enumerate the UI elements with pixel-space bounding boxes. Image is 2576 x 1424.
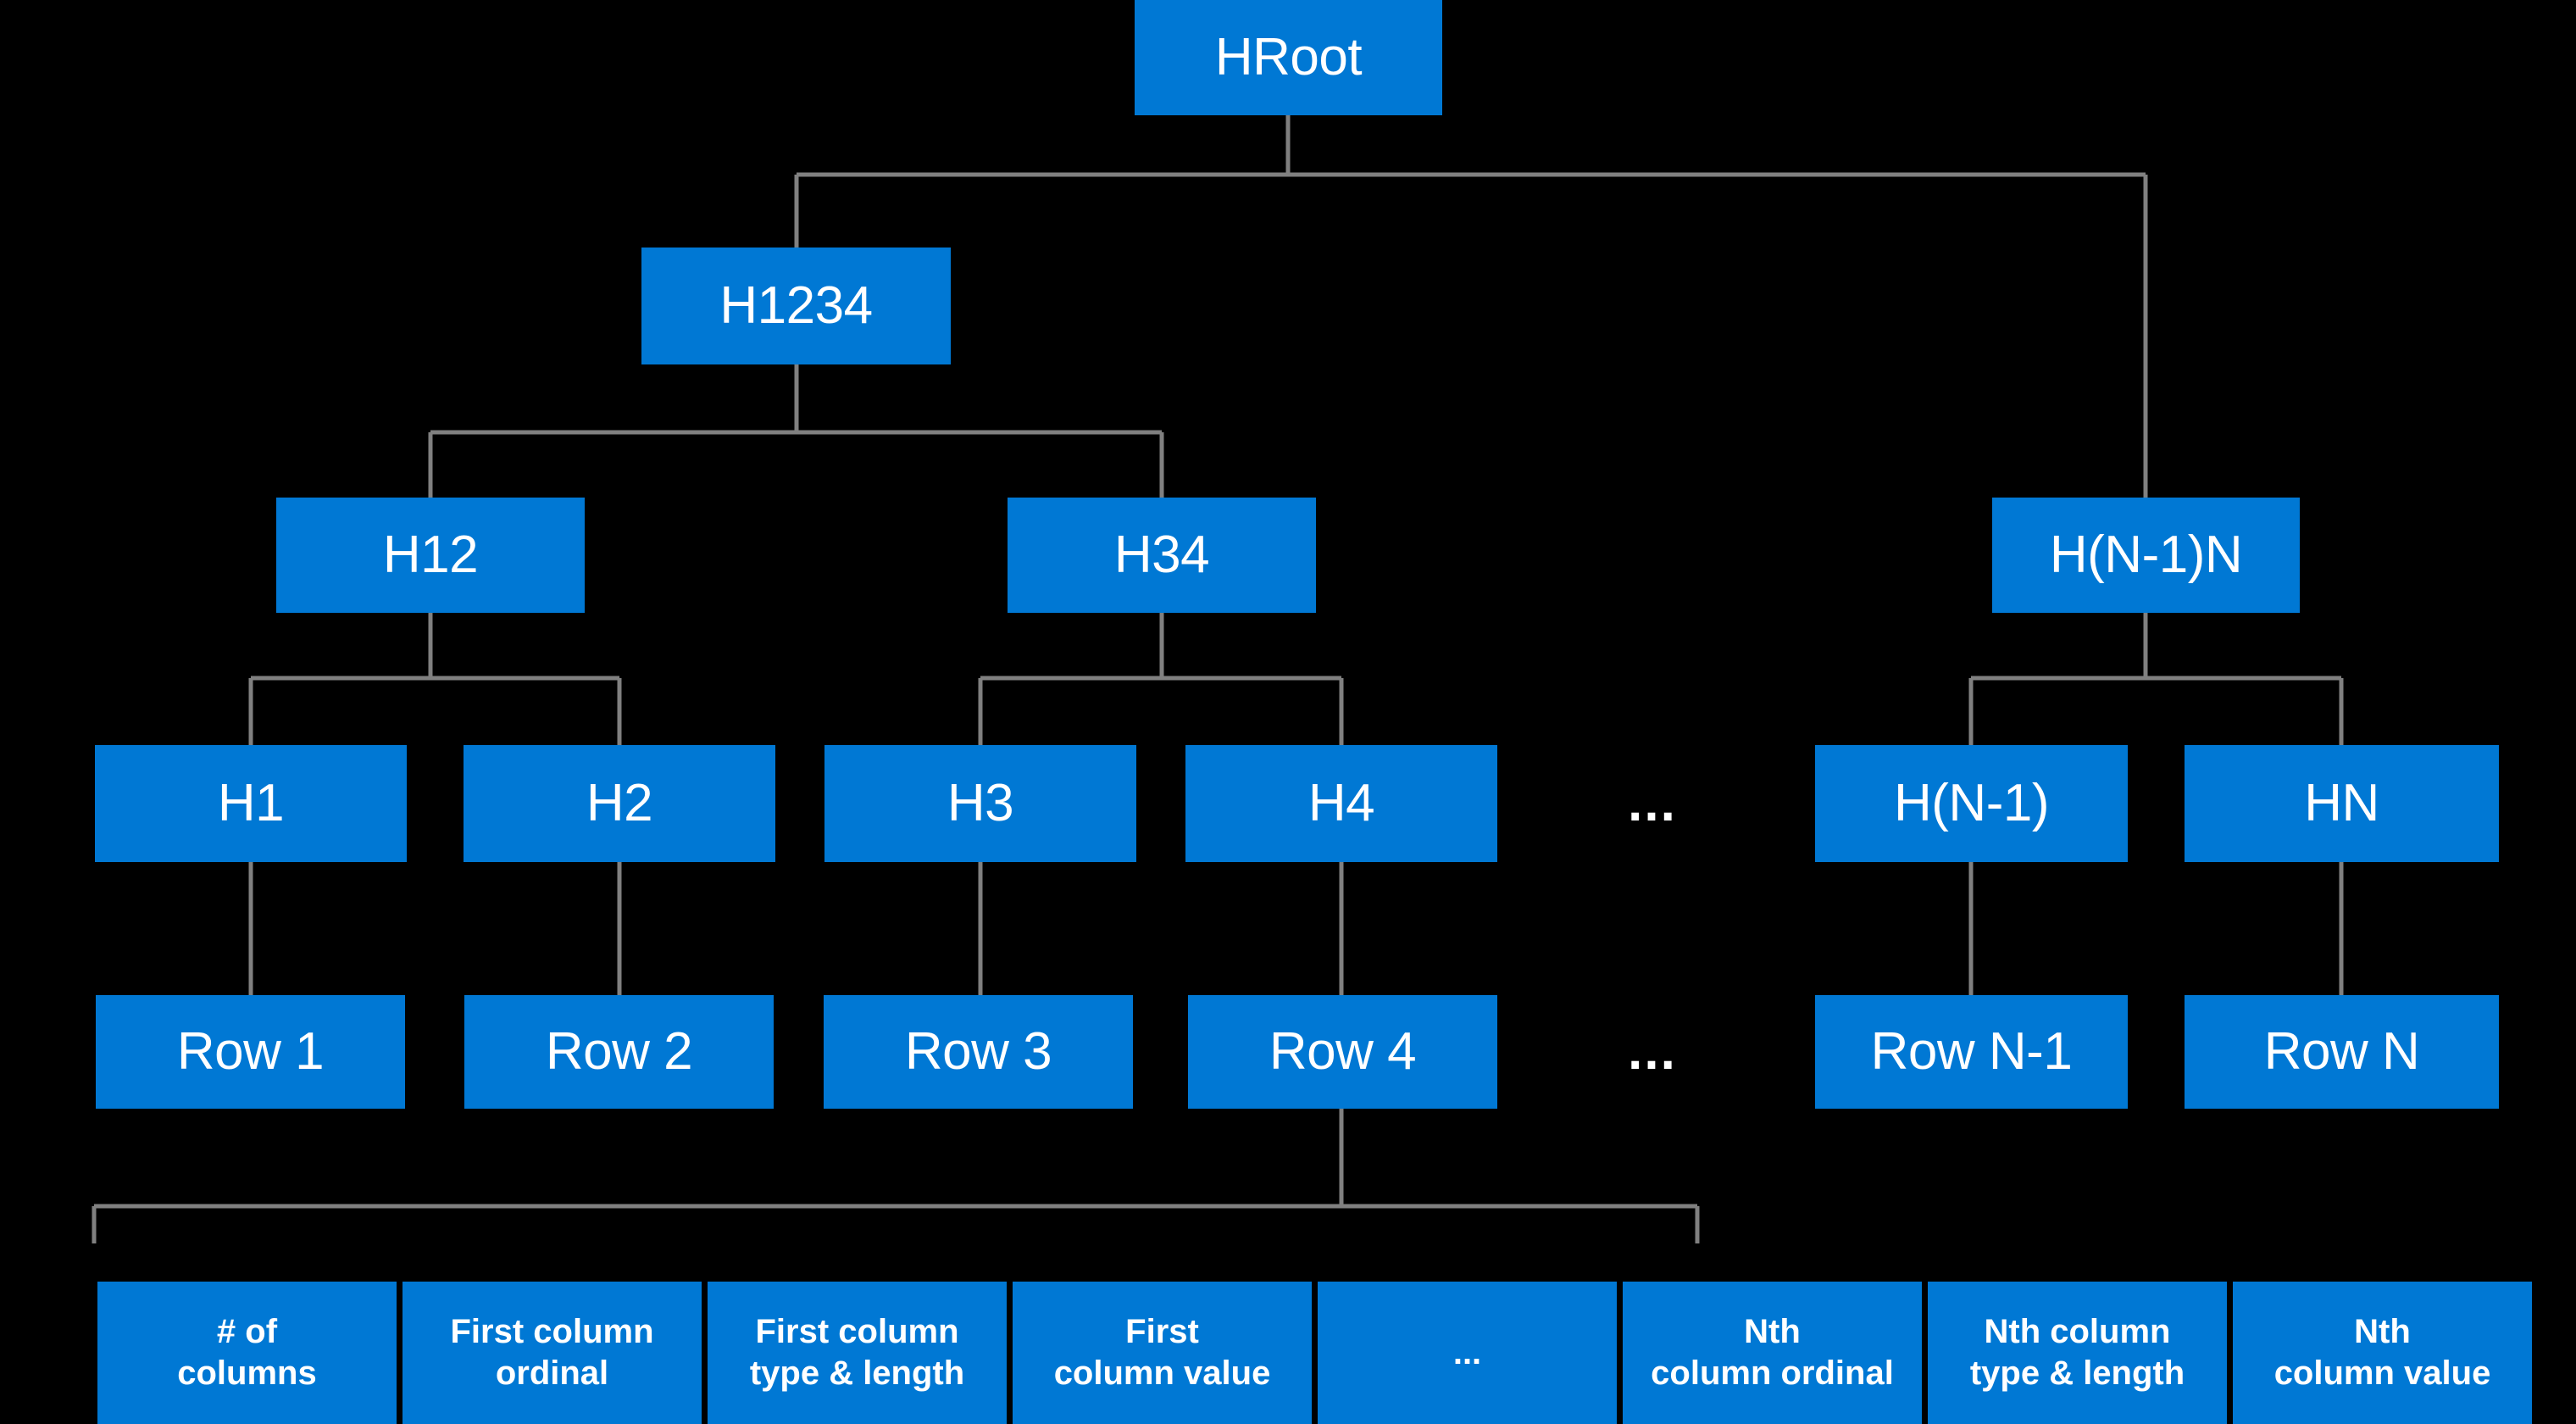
node-label: Row N (2263, 1022, 2420, 1082)
ellipsis-marker-row: ... (1628, 1022, 1677, 1081)
node-row3[interactable]: Row 3 (824, 995, 1133, 1109)
node-label: Row 4 (1269, 1022, 1417, 1082)
node-label: H(N-1) (1894, 774, 2049, 833)
node-hroot[interactable]: HRoot (1135, 0, 1442, 115)
node-h1[interactable]: H1 (95, 745, 407, 862)
node-h34[interactable]: H34 (1008, 498, 1316, 613)
node-row1[interactable]: Row 1 (96, 995, 405, 1109)
node-h3[interactable]: H3 (824, 745, 1136, 862)
node-row4[interactable]: Row 4 (1188, 995, 1497, 1109)
node-hn1[interactable]: H(N-1) (1815, 745, 2128, 862)
connector-line (1968, 613, 2344, 745)
node-label: H2 (586, 774, 653, 833)
connector-line (248, 613, 622, 745)
node-label: H12 (382, 526, 479, 585)
node-h1234[interactable]: H1234 (641, 248, 951, 364)
node-hn[interactable]: HN (2185, 745, 2499, 862)
connector-line (794, 115, 2148, 498)
node-label: ... (1452, 1333, 1482, 1371)
connector-line (92, 1109, 1700, 1243)
node-h4[interactable]: H4 (1185, 745, 1497, 862)
node-col-ellipsis[interactable]: ... (1318, 1282, 1617, 1424)
node-label: H1234 (719, 276, 873, 336)
node-rown1[interactable]: Row N-1 (1815, 995, 2128, 1109)
node-h2[interactable]: H2 (464, 745, 775, 862)
node-label: Row 1 (176, 1022, 325, 1082)
node-label: Row N-1 (1870, 1022, 2073, 1082)
node-label: HRoot (1214, 28, 1363, 87)
node-row2[interactable]: Row 2 (464, 995, 774, 1109)
ellipsis-marker-hash: ... (1628, 774, 1677, 832)
connector-line (978, 613, 1344, 745)
node-label: HN (2304, 774, 2379, 833)
node-label: H1 (217, 774, 285, 833)
node-h12[interactable]: H12 (276, 498, 585, 613)
node-rown[interactable]: Row N (2185, 995, 2499, 1109)
node-label: Row 3 (904, 1022, 1052, 1082)
node-label: H(N-1)N (2049, 526, 2243, 585)
node-label: H34 (1113, 526, 1210, 585)
node-label: Row 2 (545, 1022, 693, 1082)
connector-line (428, 364, 1164, 498)
node-hn1n[interactable]: H(N-1)N (1992, 498, 2300, 613)
node-label: H3 (947, 774, 1014, 833)
node-label: H4 (1307, 774, 1375, 833)
